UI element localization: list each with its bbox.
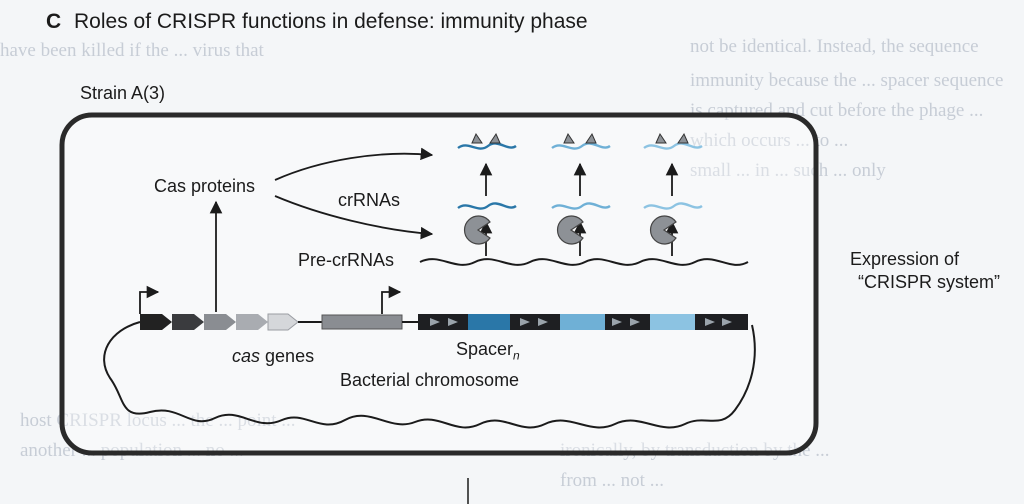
spacer-segment bbox=[650, 314, 695, 330]
cas-genes-suffix: genes bbox=[265, 346, 315, 366]
cas-gene-5 bbox=[267, 313, 299, 331]
pre-crrna-transcript bbox=[419, 258, 749, 266]
cas-gene-3 bbox=[204, 314, 236, 330]
background-text-line: small ... in ... such ... only bbox=[690, 160, 886, 181]
cas-genes-group bbox=[140, 313, 299, 331]
arrow-proteins-to-complex-top bbox=[274, 147, 434, 181]
background-text-line: from ... not ... bbox=[560, 470, 664, 491]
cell-outline bbox=[59, 112, 819, 456]
cas-proteins-label: Cas proteins bbox=[154, 176, 256, 196]
expression-label-line1: Expression of bbox=[850, 249, 960, 269]
bacterial-chromosome-label: Bacterial chromosome bbox=[340, 370, 520, 390]
background-text-line: which occurs ... to ... bbox=[690, 130, 849, 151]
arrow-proteins-to-complex-mid bbox=[274, 195, 434, 240]
crispr-array bbox=[418, 314, 748, 330]
panel-title: Roles of CRISPR functions in defense: im… bbox=[74, 10, 588, 33]
background-text-line: have been killed if the ... virus that bbox=[0, 40, 264, 61]
background-text-line: not be identical. Instead, the sequence bbox=[690, 36, 979, 57]
cas-genes-label: cas genes bbox=[232, 346, 314, 367]
cas-processing-protein bbox=[649, 215, 677, 245]
spacer-subscript: n bbox=[513, 348, 520, 363]
leader-sequence bbox=[321, 314, 403, 330]
cas-gene-1 bbox=[140, 314, 172, 330]
background-text-line: immunity because the ... spacer sequence bbox=[690, 70, 1004, 91]
cas-gene-4 bbox=[236, 314, 268, 330]
cas-processing-protein bbox=[556, 215, 584, 245]
bacterial-chromosome-loop bbox=[103, 321, 756, 429]
strain-label: Strain A(3) bbox=[80, 83, 166, 103]
spacer-label: Spacern bbox=[456, 339, 520, 363]
cas-genes-italic: cas bbox=[232, 346, 261, 366]
spacer-segment bbox=[560, 314, 605, 330]
spacer-text: Spacer bbox=[456, 339, 514, 359]
cas-processing-protein bbox=[463, 215, 491, 245]
expression-label-line2: “CRISPR system” bbox=[858, 272, 1001, 292]
spacer-segment bbox=[468, 314, 510, 330]
promoter-arrow-cas bbox=[139, 285, 160, 314]
promoter-arrow-crispr bbox=[381, 285, 402, 314]
pre-crrnas-label: Pre-crRNAs bbox=[298, 250, 395, 270]
crrnas-label: crRNAs bbox=[338, 190, 400, 210]
cas-gene-2 bbox=[172, 314, 204, 330]
panel-letter: C bbox=[46, 10, 62, 33]
